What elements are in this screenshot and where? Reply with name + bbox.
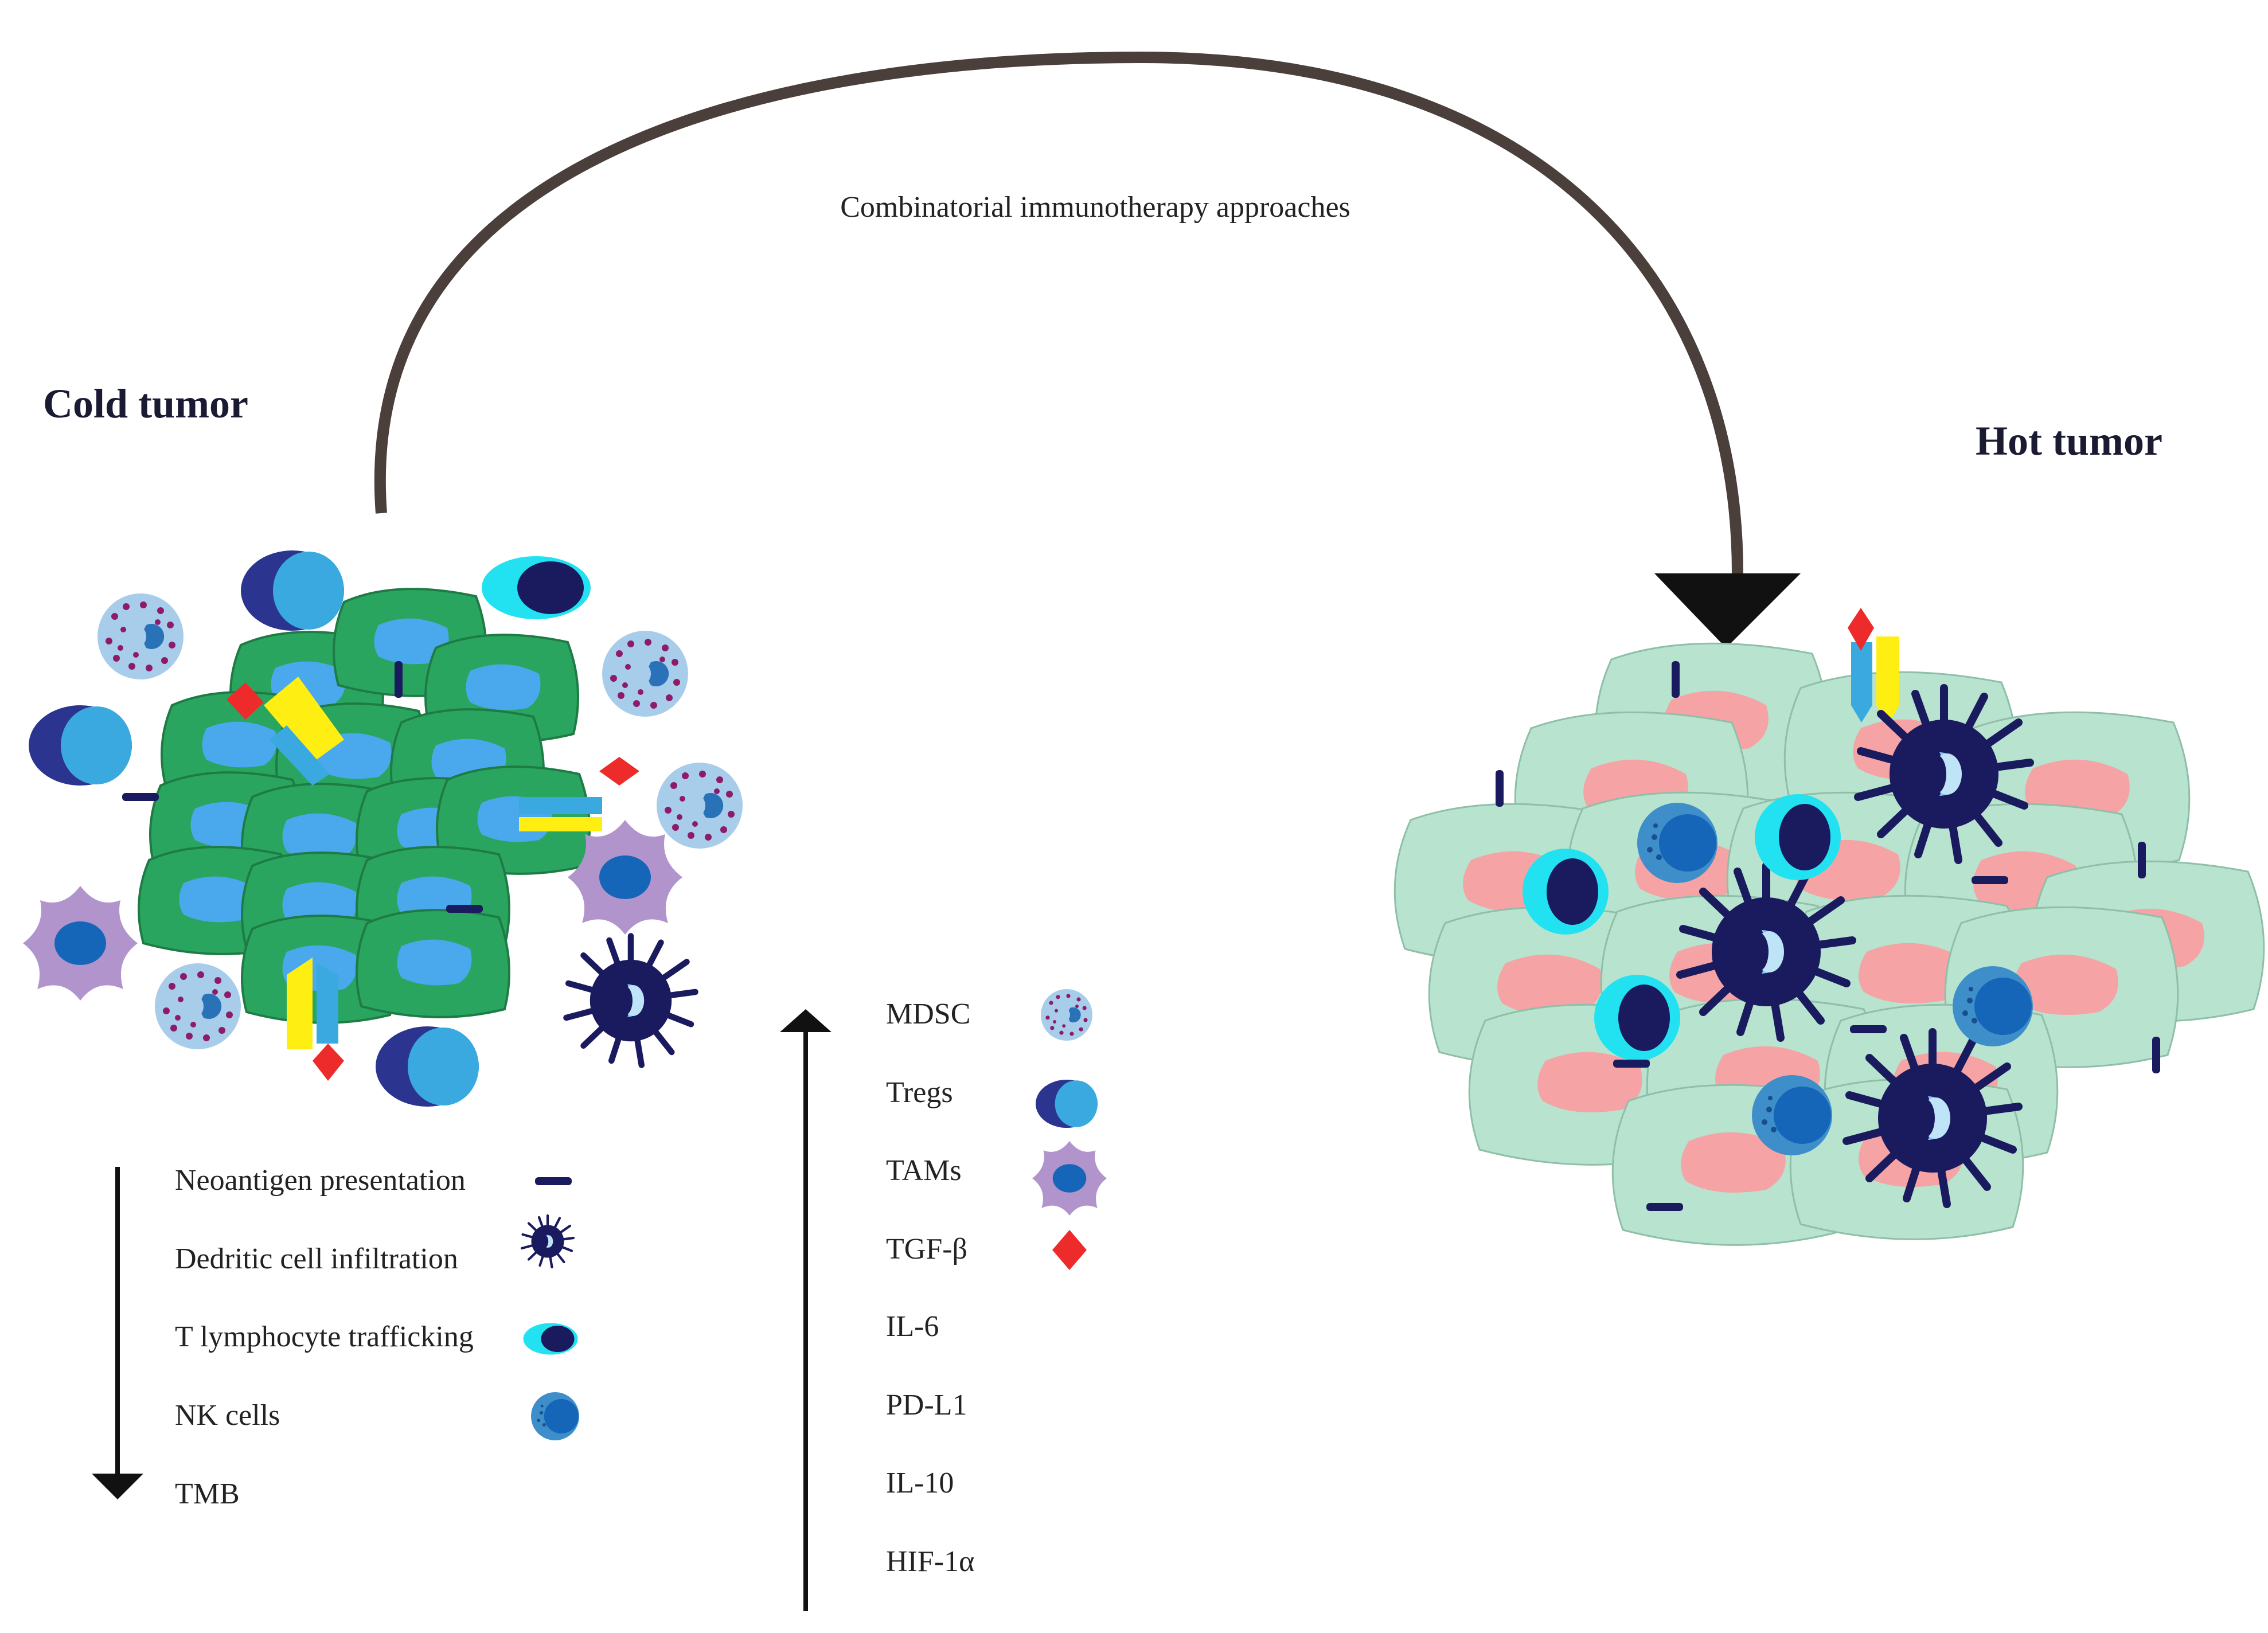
t-lymphocyte-icon (523, 1323, 578, 1355)
mdsc-cell (602, 631, 688, 717)
tgf-beta-diamond-icon (1848, 608, 1874, 651)
legend-item-label: MDSC (886, 998, 970, 1030)
neoantigen-dash (1613, 1060, 1650, 1068)
mdsc-cell (97, 593, 184, 679)
tgf-beta-receptor-right (519, 757, 639, 831)
legend-item-label: HIF-1α (886, 1545, 974, 1578)
dendritic-cell-icon (522, 1216, 573, 1267)
transition-arc-arrow (374, 51, 1743, 574)
legend-item-label: Dedritic cell infiltration (175, 1243, 458, 1275)
t-lymphocyte-cell (482, 556, 591, 619)
neoantigen-dash (395, 661, 403, 698)
legend-item-label: IL-10 (886, 1467, 954, 1499)
tgf-beta-receptor-upper (227, 677, 344, 786)
nk-cell (1752, 1075, 1832, 1155)
legend-item-label: T lymphocyte trafficking (175, 1321, 474, 1353)
dendritic-cell (567, 936, 696, 1065)
legend-item-label: Tregs (886, 1076, 953, 1109)
legend-item-label: TMB (175, 1478, 240, 1510)
down-arrowhead-icon (92, 1474, 143, 1499)
tgf-beta-receptor-bottom (287, 958, 344, 1081)
arc-label: Combinatorial immunotherapy approaches (840, 191, 1350, 224)
hot-tumor-illustration (1393, 608, 2265, 1246)
mdsc-cell (657, 763, 743, 849)
legend-item-label: TGF-β (886, 1233, 967, 1265)
mdsc-cell (155, 963, 241, 1049)
legend-item-label: TAMs (886, 1154, 962, 1187)
tgf-beta-diamond-icon (1052, 1230, 1087, 1270)
neoantigen-dash (122, 793, 159, 801)
tam-icon (1032, 1141, 1107, 1216)
neoantigen-dash (1496, 770, 1504, 807)
legend-item-label: NK cells (175, 1399, 280, 1432)
t-lymphocyte-cell (1594, 975, 1680, 1061)
neoantigen-dash (1672, 661, 1680, 698)
legend-item-label: Neoantigen presentation (175, 1164, 466, 1197)
neoantigen-dash (2152, 1037, 2160, 1073)
legend-item-label: IL-6 (886, 1310, 939, 1343)
mdsc-icon (1041, 989, 1092, 1041)
neoantigen-dash (1850, 1025, 1887, 1033)
tgf-beta-diamond-icon (227, 682, 264, 720)
nk-cell (1953, 966, 2033, 1046)
nk-cell-icon (531, 1392, 579, 1440)
treg-cell (241, 550, 344, 631)
treg-cell (376, 1026, 479, 1107)
neoantigen-dash (2138, 842, 2146, 878)
t-lymphocyte-cell (1755, 794, 1841, 880)
treg-icon (1036, 1080, 1098, 1128)
up-arrowhead-icon (780, 1009, 832, 1032)
tgf-beta-diamond-icon (313, 1044, 344, 1081)
treg-cell (29, 705, 132, 786)
nk-cell (1637, 803, 1717, 883)
cold-tumor-illustration (23, 550, 743, 1107)
neoantigen-dash-icon (535, 1177, 572, 1185)
tgf-beta-receptor-hot (1848, 608, 1899, 725)
tam-cell (23, 886, 138, 1001)
cold-tumor-title: Cold tumor (43, 381, 248, 427)
arc-arrowhead (1654, 573, 1801, 648)
legend-item-label: PD-L1 (886, 1389, 967, 1421)
increased-factors-legend: MDSC Tregs TAMs TGF-β IL-6 PD-L1 IL-10 H… (780, 989, 1107, 1611)
hot-tumor-title: Hot tumor (1976, 418, 2162, 464)
tgf-beta-diamond-icon (599, 757, 639, 786)
neoantigen-dash (1972, 876, 2008, 884)
neoantigen-dash (1646, 1203, 1683, 1211)
neoantigen-dash (446, 905, 483, 913)
decreased-factors-legend: Neoantigen presentation Dedritic cell in… (92, 1164, 579, 1510)
t-lymphocyte-cell (1523, 849, 1609, 935)
